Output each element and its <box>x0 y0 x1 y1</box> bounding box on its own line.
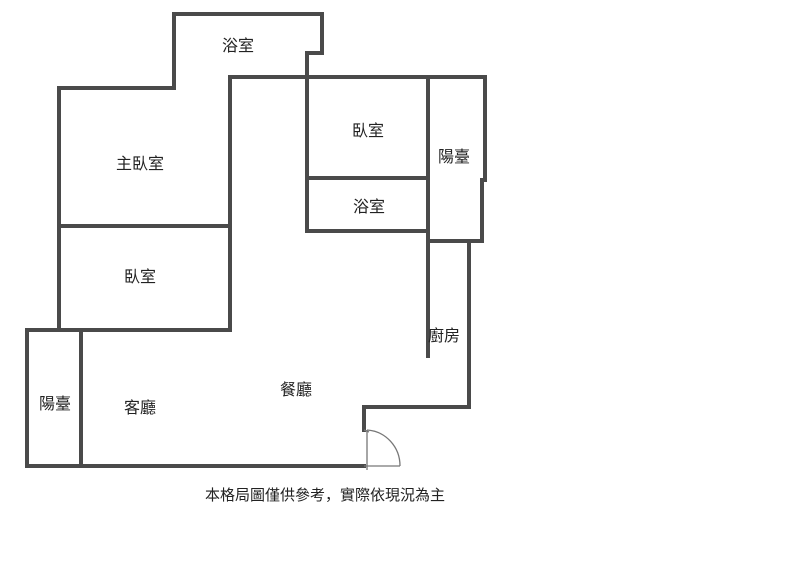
room-label-living: 客廳 <box>124 398 156 417</box>
kitchen-east-wall <box>362 239 471 432</box>
room-label-balcony-right: 陽臺 <box>438 147 470 166</box>
balcony-right-wall <box>426 75 487 243</box>
outer-wall-west <box>25 12 366 468</box>
room-label-bath-top: 浴室 <box>222 36 254 55</box>
room-label-bedroom-left: 臥室 <box>124 267 156 286</box>
room-label-bath-mid: 浴室 <box>353 197 385 216</box>
room-label-master-bedroom: 主臥室 <box>116 154 164 173</box>
room-label-kitchen: 廚房 <box>428 326 460 345</box>
room-label-bedroom-right: 臥室 <box>352 121 384 140</box>
entry-door[interactable] <box>363 429 401 470</box>
room-label-balcony-left: 陽臺 <box>39 394 71 413</box>
bath-top-wall <box>172 12 324 79</box>
walls <box>25 12 487 468</box>
room-labels: 浴室 主臥室 臥室 陽臺 浴室 臥室 廚房 餐廳 陽臺 客廳 <box>39 36 470 417</box>
right-block-west-wall <box>305 75 430 233</box>
door-swing-arc <box>366 429 401 467</box>
room-label-dining: 餐廳 <box>280 380 312 399</box>
disclaimer-note: 本格局圖僅供參考，實際依現況為主 <box>205 486 445 504</box>
